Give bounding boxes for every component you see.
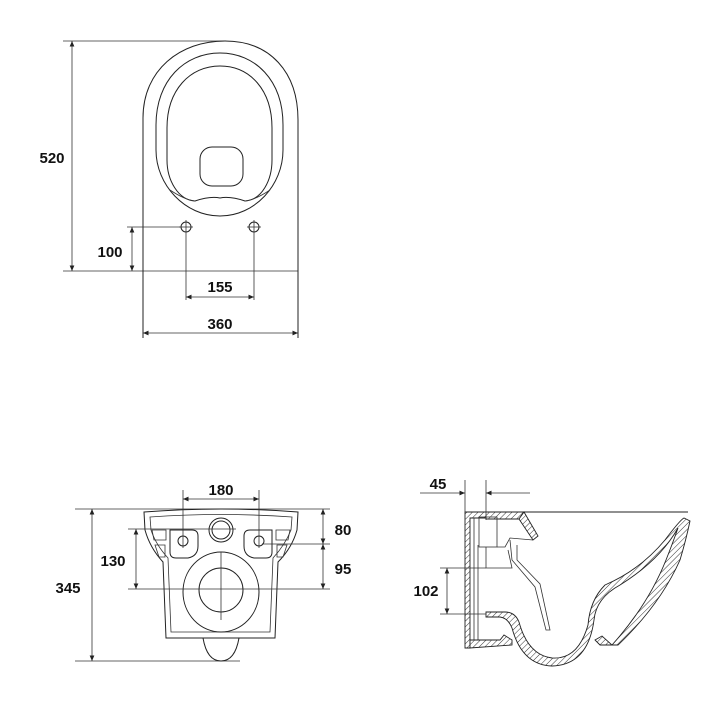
label-hole-offset: 100 [97, 244, 122, 261]
side-recesses [151, 529, 291, 558]
label-bolt-spacing: 180 [208, 482, 233, 499]
toilet-outline [142, 40, 299, 338]
mounting-hole-right [247, 220, 261, 300]
body-inner-outline [149, 514, 293, 633]
bolt-pocket-left [169, 529, 199, 559]
body-outline [143, 508, 299, 639]
label-inlet-to-outlet: 130 [100, 553, 125, 570]
base-section-left [469, 634, 513, 649]
label-bolts-to-outlet: 95 [335, 561, 352, 578]
outlet-opening [199, 146, 244, 187]
label-wall-offset: 45 [430, 476, 447, 493]
label-outlet-height: 102 [413, 583, 438, 600]
bolt-pocket-right [243, 529, 273, 559]
flush-inlet [208, 517, 234, 543]
front-view: 180 345 130 80 95 [55, 482, 352, 662]
bowl-opening [166, 65, 273, 202]
rim-detail [169, 189, 271, 202]
seat-outer [155, 52, 284, 217]
label-depth: 520 [39, 150, 64, 167]
top-view: 520 100 155 360 [39, 40, 299, 338]
wall-inner-lines [473, 518, 479, 645]
inlet-section [518, 511, 539, 541]
bowl-section [485, 517, 691, 667]
side-section-view: 45 102 [413, 476, 691, 667]
label-hole-spacing: 155 [207, 279, 232, 296]
label-width: 360 [207, 316, 232, 333]
outlet-bulge [202, 637, 240, 662]
mounting-hole-left [179, 220, 193, 300]
flush-channel [485, 537, 551, 631]
flush-inlet-inner [211, 520, 231, 540]
label-top-to-bolts: 80 [335, 522, 352, 539]
base-section-right [594, 635, 614, 646]
label-height: 345 [55, 580, 80, 597]
inlet-pipe [478, 516, 498, 548]
